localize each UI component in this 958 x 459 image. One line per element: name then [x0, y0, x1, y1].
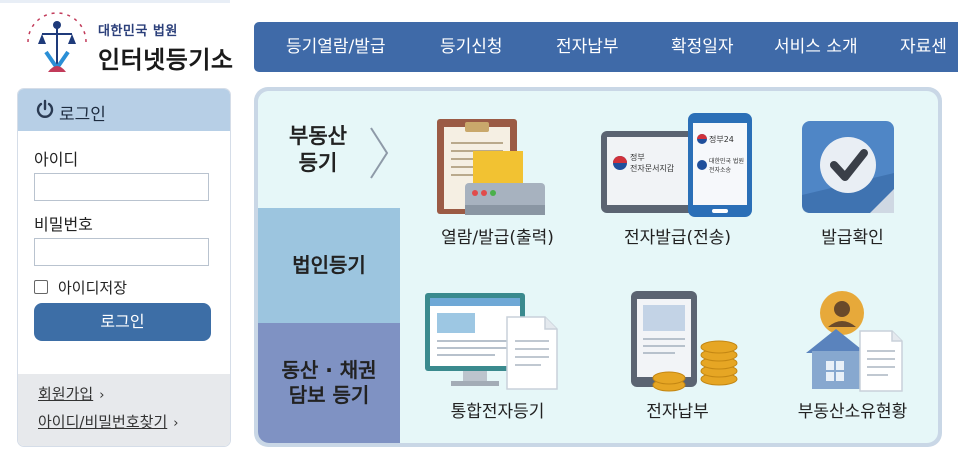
- signup-link[interactable]: 회원가입 ›: [38, 383, 104, 404]
- nav-item-resources[interactable]: 자료센: [900, 37, 947, 57]
- find-account-link[interactable]: 아이디/비밀번호찾기 ›: [38, 411, 178, 432]
- screen-text-2: 전자문서지갑: [630, 163, 675, 173]
- save-id-label[interactable]: 아이디저장: [58, 279, 128, 297]
- service-electronic-payment-label: 전자납부: [646, 402, 709, 422]
- password-label: 비밀번호: [34, 215, 93, 234]
- nav-item-fixed-date[interactable]: 확정일자: [671, 37, 734, 57]
- login-panel: 로그인 아이디 비밀번호 아이디저장 로그인 회원가입 › 아이디/비밀번호찾기 ›: [17, 88, 231, 447]
- login-header: 로그인: [18, 89, 230, 131]
- document-print-icon: [437, 119, 545, 215]
- service-integrated-registry-label: 통합전자등기: [450, 402, 545, 422]
- power-icon: [36, 99, 54, 118]
- tab-movable-collateral-registry[interactable]: 동산 · 채권 담보 등기: [258, 323, 400, 443]
- nav-item-service-intro[interactable]: 서비스 소개: [774, 37, 858, 57]
- tab-corporate-registry[interactable]: 법인등기: [258, 208, 400, 323]
- tablet-coins-icon: [631, 291, 738, 392]
- phone-text-3: 전자소송: [709, 166, 732, 174]
- login-title: 로그인: [59, 105, 106, 125]
- tab-movable-label: 동산 · 채권 담보 등기: [281, 358, 377, 407]
- service-issuance-verify-label: 발급확인: [821, 228, 884, 248]
- tab-real-estate-registry[interactable]: 부동산 등기: [258, 91, 400, 208]
- find-account-link-label[interactable]: 아이디/비밀번호찾기: [38, 413, 168, 431]
- chevron-right-icon: [370, 127, 389, 179]
- top-strip: [0, 0, 230, 3]
- save-id-checkbox[interactable]: [34, 280, 48, 294]
- property-owner-icon: [806, 291, 903, 392]
- login-footer: 회원가입 › 아이디/비밀번호찾기 ›: [18, 374, 230, 446]
- services-panel-inner: 부동산 등기 법인등기 동산 · 채권 담보 등기: [258, 91, 938, 443]
- nav-item-registry-view[interactable]: 등기열람/발급: [286, 37, 386, 57]
- main-navigation: 등기열람/발급 등기신청 전자납부 확정일자 서비스 소개 자료센: [254, 22, 958, 72]
- integrated-registry-icon: [425, 293, 558, 390]
- nav-item-electronic-payment[interactable]: 전자납부: [556, 37, 619, 57]
- screen-text-1: 정부: [630, 152, 645, 162]
- password-input[interactable]: [34, 238, 209, 266]
- logo-subtitle: 대한민국 법원: [98, 24, 178, 39]
- chevron-right-icon: ›: [99, 388, 105, 403]
- logo-title: 인터넷등기소: [98, 46, 234, 74]
- chevron-right-icon: ›: [173, 416, 179, 431]
- electronic-transfer-icon: 정부 전자문서지갑 정부24 대한민국 법원 전자소송: [601, 113, 752, 217]
- login-button[interactable]: 로그인: [34, 303, 211, 341]
- nav-item-registry-apply[interactable]: 등기신청: [440, 37, 503, 57]
- phone-text-2: 대한민국 법원: [709, 157, 744, 165]
- phone-text-1: 정부24: [709, 134, 734, 144]
- court-emblem-icon: [27, 12, 87, 72]
- check-verify-icon: [802, 121, 894, 213]
- tab-corporate-label: 법인등기: [292, 253, 366, 277]
- tab-real-estate-label: 부동산 등기: [289, 124, 347, 175]
- service-electronic-transfer-label: 전자발급(전송): [623, 228, 732, 248]
- service-property-ownership-label: 부동산소유현황: [797, 402, 908, 422]
- id-label: 아이디: [34, 150, 79, 169]
- id-input[interactable]: [34, 173, 209, 201]
- site-logo[interactable]: 대한민국 법원 인터넷등기소: [20, 10, 245, 78]
- signup-link-label[interactable]: 회원가입: [38, 385, 94, 403]
- services-panel: 부동산 등기 법인등기 동산 · 채권 담보 등기: [254, 87, 942, 447]
- service-view-print-label: 열람/발급(출력): [441, 228, 554, 248]
